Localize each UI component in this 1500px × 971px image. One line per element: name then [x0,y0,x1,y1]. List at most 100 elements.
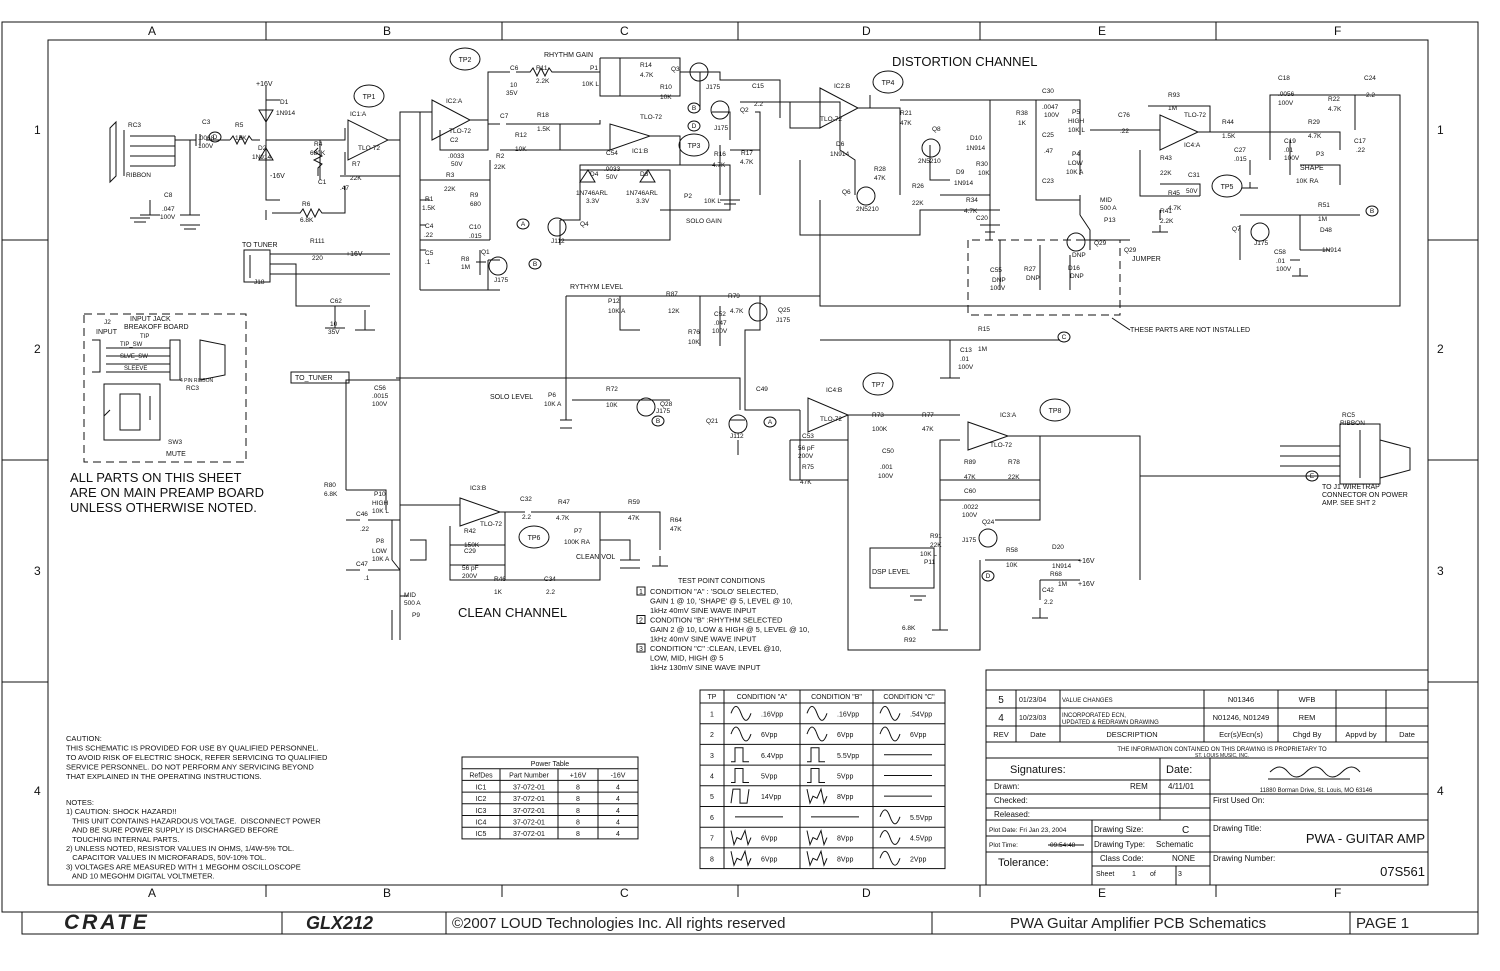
clean-channel-title: CLEAN CHANNEL [458,605,567,620]
footer-frame [21,911,1479,935]
test-point-tp3: TP3 [688,143,701,150]
connector-letter-a: A [521,221,526,228]
component-label: 1N746ARL [626,190,658,197]
component-label: 100V [1044,112,1060,119]
revision-header: Ecr(s)/Ecn(s) [1219,730,1263,739]
waveform-sine [806,726,828,742]
power-table-cell: 4 [616,784,620,791]
component-label: D1 [280,99,289,106]
notes-line: AND BE SURE POWER SUPPLY IS DISCHARGED B… [66,826,278,835]
footer-title: PWA Guitar Amplifier PCB Schematics [1010,914,1267,932]
component-label: C55 [990,267,1002,274]
component-label: R2 [496,153,505,160]
component-label: C58 [1274,249,1286,256]
component-label: DNP [992,277,1006,284]
component-label: IC1:A [350,111,367,118]
waveform-sine [879,830,901,846]
waveform-spike [806,787,828,805]
condition-number: 3 [639,646,643,653]
component-label: R75 [802,464,814,471]
dsp-level-label: DSP LEVEL [872,569,910,576]
component-label: IC4:A [1184,142,1201,149]
waveform-header: CONDITION "B" [811,694,862,701]
component-label: R58 [1006,547,1018,554]
component-label: R80 [324,482,336,489]
waveform-spike [806,828,828,847]
component-label: 100V [990,285,1006,292]
grid-row-left-3: 3 [34,564,41,578]
drawing-type-label: Drawing Type: [1094,840,1145,849]
revision-chgd: REM [1299,713,1316,722]
waveform-tp: 8 [710,856,714,863]
proprietary-note: THE INFORMATION CONTAINED ON THIS DRAWIN… [1117,747,1327,753]
grid-row-left-4: 4 [34,784,41,798]
wiretrap-note-2: CONNECTOR ON POWER [1322,492,1408,499]
component-label: J175 [962,537,976,544]
component-label: 50V [1186,188,1198,195]
component-label: 1M [978,346,987,353]
revision-number: 4 [998,713,1004,724]
waveform-voltage: 6Vpp [910,732,926,739]
condition-line: 1kHz 130mV SINE WAVE INPUT [650,663,761,672]
component-label: 22K [930,542,942,549]
connector-bubble [1057,331,1071,343]
component-label: IC3:A [1000,412,1017,419]
connector-bubble [1305,470,1319,482]
component-label: TLO-72 [358,145,380,152]
component-label: R22 [1328,96,1340,103]
power-table-cell: 37-072-01 [513,784,545,791]
component-label: RC5 [1342,412,1355,419]
drawn-date: 4/11/01 [1168,782,1195,791]
component-label: .22 [360,526,369,533]
connector-bubble [687,120,701,132]
component-label: 100V [372,401,388,408]
component-label: C47 [356,561,368,568]
component-label: Q6 [842,189,851,196]
waveform-tp: 7 [710,836,714,843]
component-label: .22 [424,232,433,239]
component-label: 100V [1276,266,1292,273]
component-label: .0068 [198,135,215,142]
component-label: 1M [1318,216,1327,223]
waveform-sine [879,850,901,866]
notes-line: THIS UNIT CONTAINS HAZARDOUS VOLTAGE. DI… [66,816,321,825]
power-table-header: RefDes [469,773,493,780]
component-label: 10K L [920,551,937,558]
component-label: D6 [836,141,845,148]
component-label: Q29 [1094,240,1107,247]
component-label: C7 [500,113,509,120]
waveform-tp: 6 [710,815,714,822]
component-label: 1M [461,264,470,271]
component-label: D9 [956,169,965,176]
component-label: R47 [558,499,570,506]
component-label: R87 [666,291,678,298]
condition-line: 1kHz 40mV SINE WAVE INPUT [650,606,757,615]
component-label: 10K [688,339,700,346]
component-label: TLO-72 [990,442,1012,449]
drawn-label: Drawn: [994,782,1019,791]
power-table-cell: IC2 [476,796,487,803]
drawing-type: Schematic [1156,840,1193,849]
component-label: 4.7K [740,159,754,166]
grid-col-bottom-F: F [1334,886,1341,900]
component-label: RIBBON [1340,420,1365,427]
component-label: 1N914 [954,180,974,187]
component-label: .015 [469,233,482,240]
connector-letter-e: E [1310,473,1315,480]
waveform-square [731,767,749,783]
power-table-cell: 37-072-01 [513,820,545,827]
power-table-header: +16V [570,773,587,780]
component-label: R12 [515,132,527,139]
plus16v-label-2: +16V [346,251,363,258]
minus16v-label: -16V [270,173,285,180]
component-label: Q7 [1232,226,1241,233]
component-label: 1N746ARL [576,190,608,197]
component-label: R11 [536,65,548,72]
component-label: .0056 [1278,91,1295,98]
component-label: .1 [364,575,370,582]
component-label: D4 [590,171,599,178]
component-label: 200V [462,573,478,580]
component-label: D2 [258,145,267,152]
